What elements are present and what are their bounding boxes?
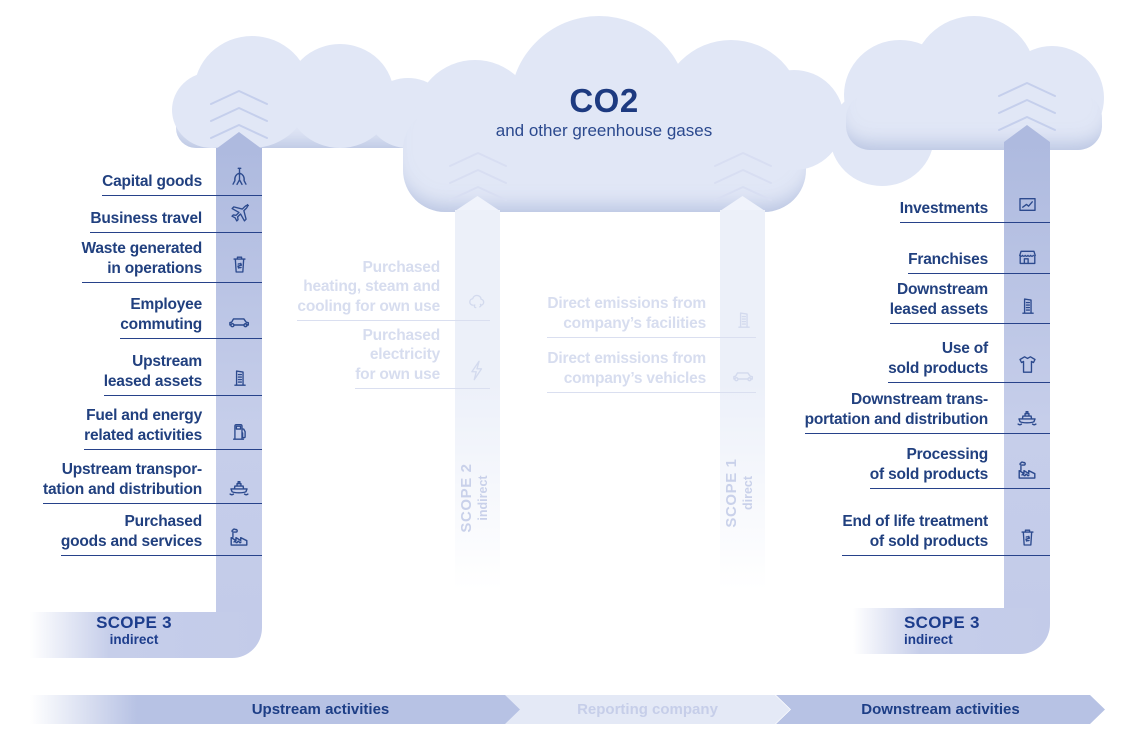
office-building-icon — [233, 370, 246, 386]
list-item-business-travel: Business travel — [90, 202, 262, 233]
scope2-label: SCOPE 2 indirect — [458, 438, 496, 558]
bottom-bar-downstream-activities: Downstream activities — [776, 695, 1105, 724]
facility-building-icon — [737, 312, 750, 328]
scope3-upstream-label: SCOPE 3 indirect — [86, 614, 182, 648]
item-label: Purchased heating, steam and cooling for… — [297, 258, 440, 315]
scope1-label-text: SCOPE 1 — [723, 458, 740, 528]
item-label: Waste generated in operations — [81, 240, 203, 277]
co2-subtitle: and other greenhouse gases — [495, 121, 713, 140]
cargo-ship-icon — [229, 481, 249, 496]
list-item-upstream-leased-assets: Upstream leased assets — [103, 352, 262, 396]
scope1-sublabel-text: direct — [741, 475, 755, 511]
scope1-pillar — [720, 210, 765, 590]
scope1-label: SCOPE 1 direct — [723, 433, 761, 553]
waste-bin-icon — [232, 256, 246, 273]
factory-icon — [1018, 461, 1036, 479]
list-item-waste: Waste generated in operations — [81, 239, 262, 283]
lightning-bolt-icon — [470, 360, 482, 381]
item-label: Upstream transpor- tation and distributi… — [43, 461, 202, 498]
segment-label: Downstream activities — [861, 701, 1020, 718]
item-label: Purchased electricity for own use — [355, 326, 440, 383]
list-item-direct-vehicles: Direct emissions from company’s vehicles — [547, 349, 756, 393]
list-item-purchased-heating: Purchased heating, steam and cooling for… — [297, 258, 490, 321]
item-label: Franchises — [908, 250, 988, 268]
segment-label: Upstream activities — [251, 701, 390, 718]
list-item-purchased-goods: Purchased goods and services — [60, 512, 262, 556]
scope3-upstream-elbow — [30, 612, 262, 658]
scope3-sublabel-text: indirect — [904, 632, 953, 647]
scope3-label-text: SCOPE 3 — [904, 613, 980, 632]
company-car-icon — [733, 372, 754, 382]
bottom-bar-upstream-activities: Upstream activities — [30, 695, 565, 724]
scope2-sublabel-text: indirect — [476, 475, 490, 521]
item-label: Capital goods — [102, 172, 202, 190]
list-item-upstream-transport: Upstream transpor- tation and distributi… — [43, 460, 262, 504]
list-item-investments: Investments — [899, 192, 1050, 223]
segment-label: Reporting company — [577, 701, 718, 718]
fuel-pump-icon — [232, 423, 246, 440]
item-label: Purchased goods and services — [60, 513, 202, 550]
list-item-fuel-energy: Fuel and energy related activities — [84, 406, 262, 450]
item-label: Direct emissions from company’s vehicles — [547, 350, 706, 387]
list-item-downstream-leased-assets: Downstream leased assets — [889, 280, 1050, 324]
cloud-shape — [744, 70, 844, 170]
up-chevrons-icon — [210, 90, 268, 139]
list-item-capital-goods: Capital goods — [102, 165, 262, 196]
scope3-sublabel-text: indirect — [109, 632, 159, 647]
storefront-icon — [1018, 250, 1036, 265]
list-item-direct-facilities: Direct emissions from company’s faciliti… — [547, 294, 756, 338]
list-item-downstream-transport: Downstream trans- portation and distribu… — [804, 390, 1050, 434]
cloud-shape — [846, 94, 1102, 150]
list-item-use-of-sold-products: Use of sold products — [888, 339, 1050, 383]
item-label: Processing of sold products — [869, 446, 988, 483]
up-chevrons-icon — [449, 152, 507, 201]
diagram-title: CO2 and other greenhouse gases — [404, 84, 804, 141]
tshirt-icon — [1018, 356, 1036, 373]
item-label: Employee commuting — [120, 296, 202, 333]
list-item-processing-sold-products: Processing of sold products — [869, 445, 1050, 489]
item-label: End of life treatment of sold products — [842, 513, 988, 550]
waste-bin-icon — [1020, 529, 1034, 546]
factory-icon — [230, 528, 248, 546]
scope3-label-text: SCOPE 3 — [96, 613, 172, 632]
item-label: Downstream leased assets — [889, 281, 988, 318]
scope2-pillar — [455, 210, 500, 590]
scope2-label-text: SCOPE 2 — [458, 463, 475, 533]
up-chevrons-icon — [998, 82, 1056, 131]
item-label: Downstream trans- portation and distribu… — [804, 391, 989, 428]
car-icon — [229, 318, 250, 328]
up-chevrons-icon — [714, 152, 772, 201]
cloud-shape — [403, 108, 806, 212]
item-label: Use of sold products — [888, 340, 988, 377]
scope3-upstream-pillar — [216, 148, 262, 614]
scope3-downstream-elbow — [853, 608, 1050, 654]
list-item-purchased-electricity: Purchased electricity for own use — [355, 326, 490, 389]
list-item-franchises: Franchises — [908, 243, 1050, 274]
office-building-icon — [1021, 298, 1034, 314]
cargo-ship-icon — [1017, 411, 1037, 426]
airplane-icon — [230, 203, 249, 222]
crane-claw-icon — [231, 167, 247, 186]
investment-chart-icon — [1018, 197, 1036, 212]
steam-icon — [468, 294, 484, 309]
item-label: Business travel — [90, 209, 202, 227]
co2-title: CO2 — [569, 82, 639, 119]
item-label: Fuel and energy related activities — [84, 407, 202, 444]
list-item-employee-commuting: Employee commuting — [120, 295, 262, 339]
item-label: Upstream leased assets — [103, 353, 202, 390]
bottom-bar-reporting-company: Reporting company — [505, 695, 790, 724]
list-item-end-of-life: End of life treatment of sold products — [842, 512, 1050, 556]
item-label: Direct emissions from company’s faciliti… — [547, 295, 706, 332]
scope3-downstream-label: SCOPE 3 indirect — [904, 614, 1024, 648]
item-label: Investments — [899, 199, 988, 217]
